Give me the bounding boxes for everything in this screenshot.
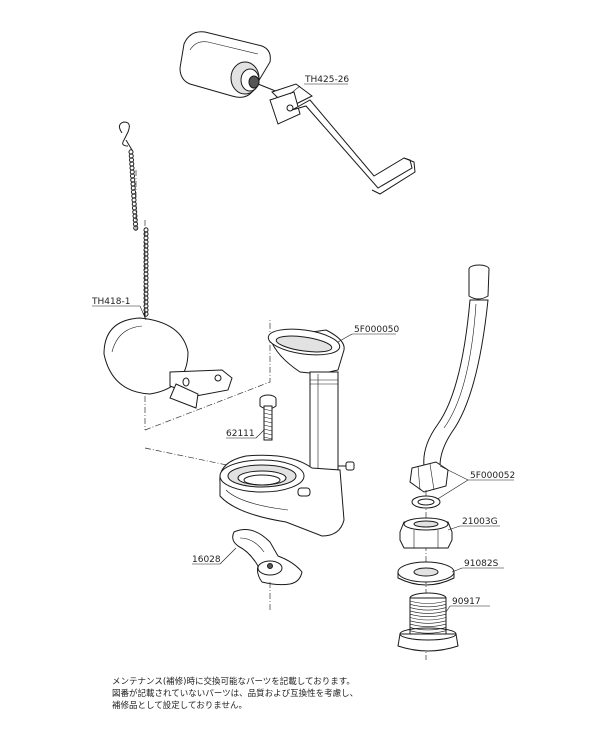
label-62111: 62111 bbox=[226, 429, 255, 439]
maintenance-note: メンテナンス(補修)時に交換可能なパーツを記載しております。 図番が記載されてい… bbox=[112, 676, 442, 712]
flapper-float-part bbox=[103, 312, 233, 409]
washer-part bbox=[397, 561, 455, 586]
label-21003g: 21003G bbox=[462, 517, 498, 527]
label-th425-26: TH425-26 bbox=[304, 75, 349, 85]
label-5f000050: 5F000050 bbox=[354, 325, 400, 335]
label-16028: 16028 bbox=[192, 555, 221, 565]
label-91082s: 91082S bbox=[464, 559, 499, 569]
note-line-1: メンテナンス(補修)時に交換可能なパーツを記載しております。 bbox=[112, 677, 355, 687]
refill-tube-part bbox=[409, 264, 490, 493]
bolt-part bbox=[259, 394, 277, 441]
nut-part bbox=[399, 517, 453, 549]
label-5f000052: 5F000052 bbox=[470, 471, 515, 481]
small-washer-part bbox=[411, 495, 441, 509]
label-90917: 90917 bbox=[452, 597, 481, 607]
note-line-2: 図番が記載されていないパーツは、品質および互換性を考慮し、 bbox=[112, 689, 359, 699]
chain-part bbox=[118, 121, 149, 430]
clamp-part bbox=[232, 529, 303, 586]
note-line-3: 補修品として設定しておりません。 bbox=[112, 701, 247, 711]
spud-part bbox=[397, 592, 459, 652]
overflow-pipe-part bbox=[219, 328, 355, 537]
label-th418-1: TH418-1 bbox=[91, 297, 130, 307]
lever-handle-part bbox=[179, 31, 416, 195]
